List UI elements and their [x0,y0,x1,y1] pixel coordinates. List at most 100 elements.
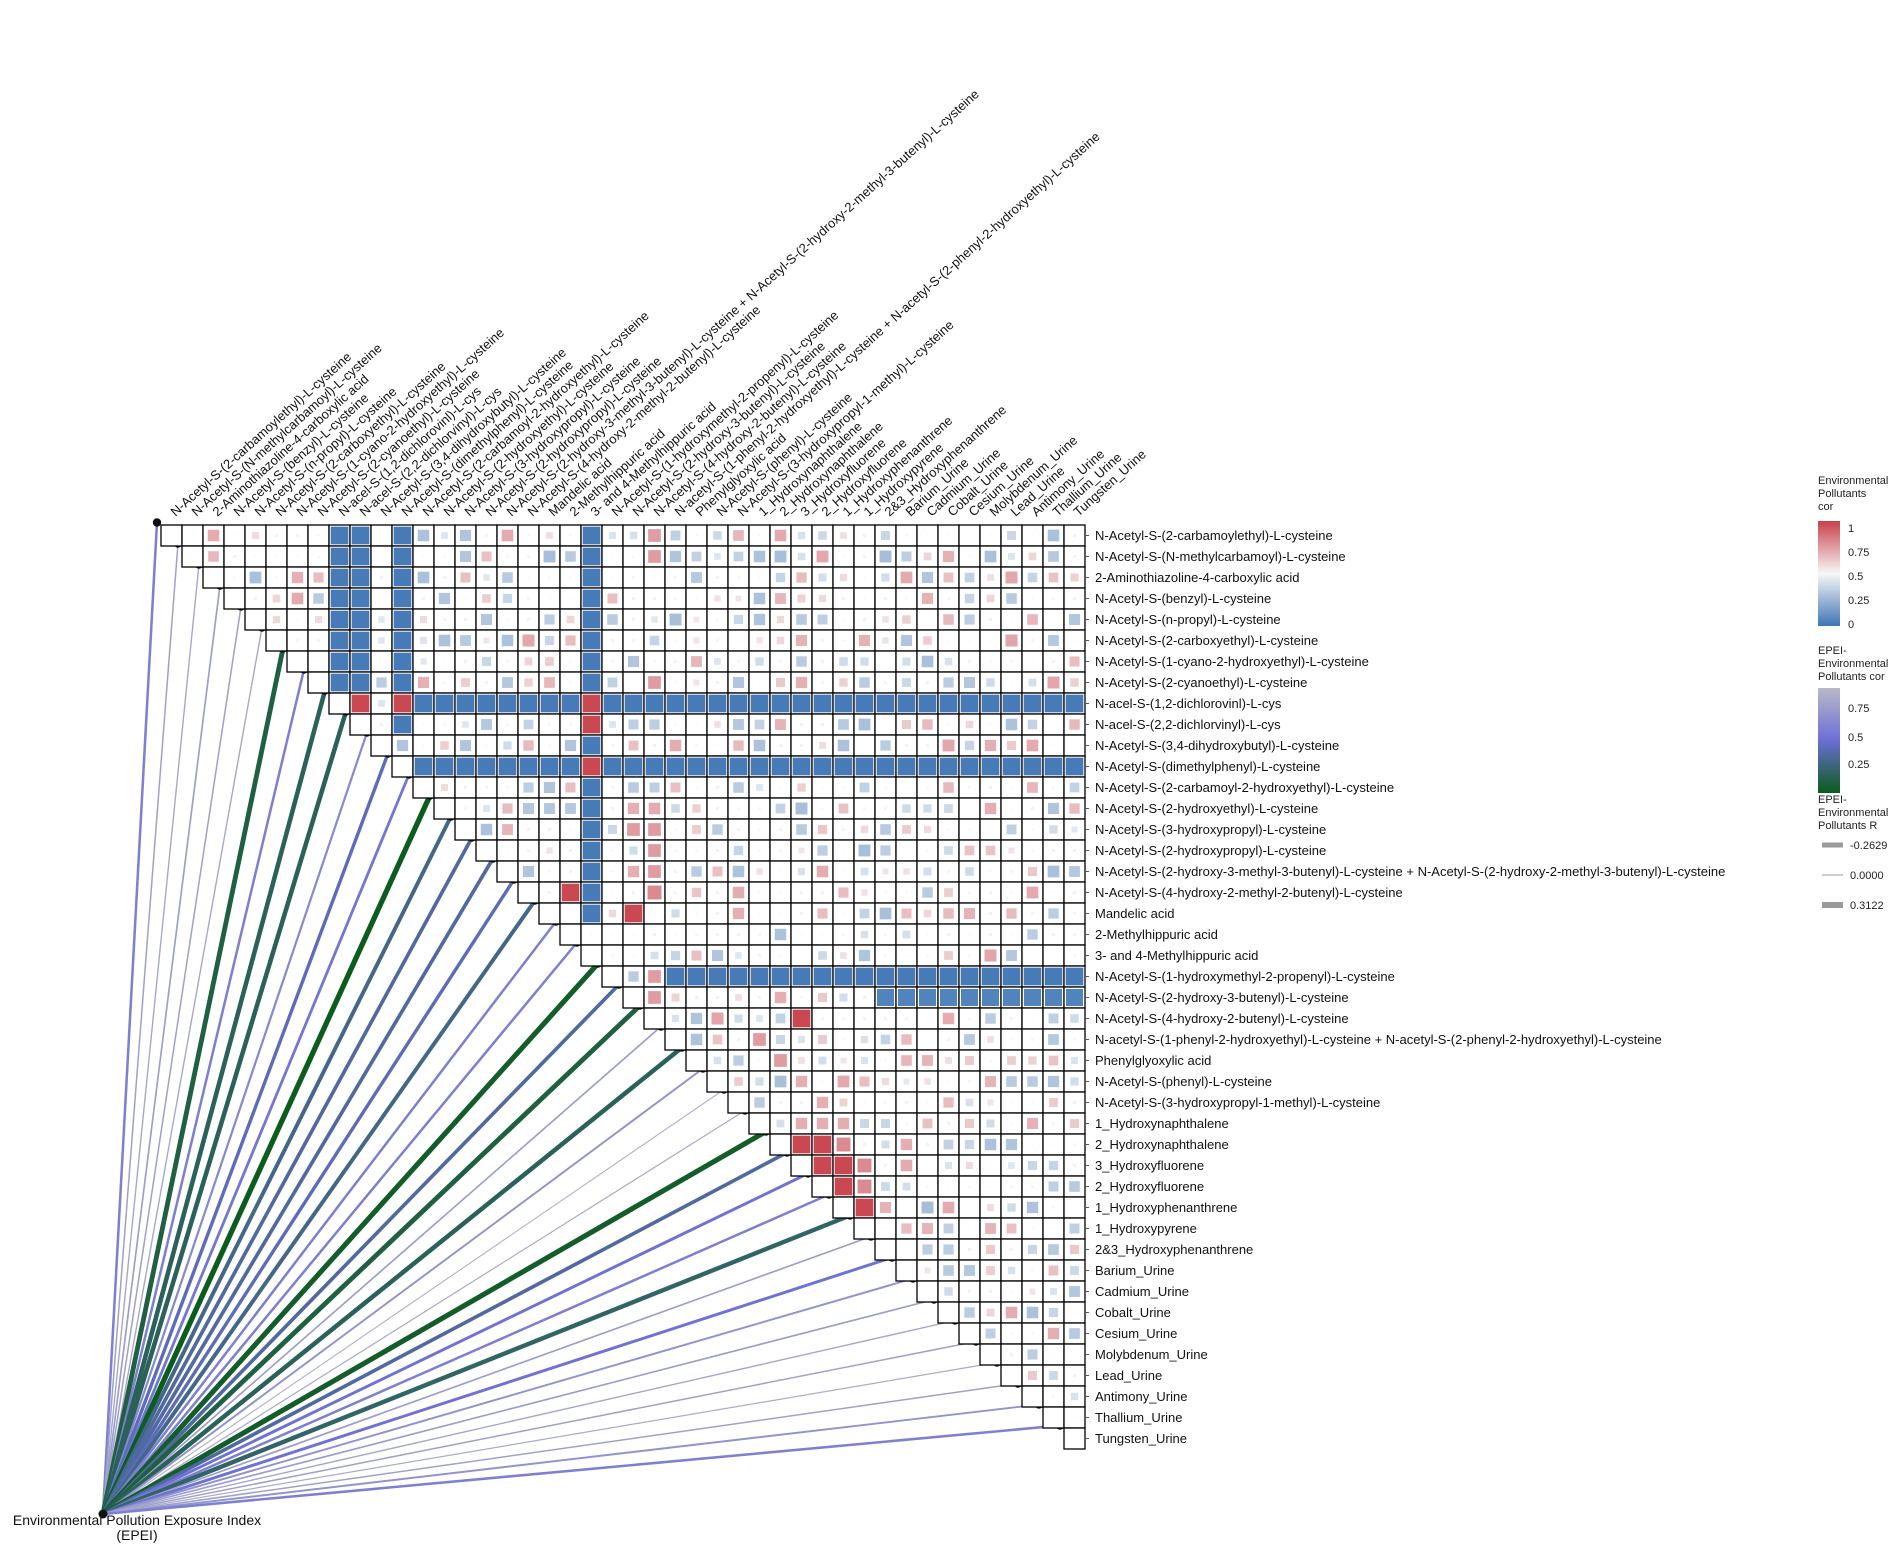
heatmap-mark [459,529,472,542]
heatmap-mark [905,1017,908,1020]
heatmap-mark [611,870,614,873]
heatmap-mark [393,631,412,650]
legend-cor-title-1: Environmental [1818,475,1888,487]
heatmap-mark [379,575,384,580]
heatmap-mark [860,657,869,666]
heatmap-mark [989,534,992,537]
heatmap-mark [855,694,874,713]
heatmap-mark [1005,1138,1018,1151]
heatmap-mark [1026,739,1039,752]
heatmap-mark [1073,954,1076,957]
heatmap-mark [1006,593,1017,604]
epei-link [100,1003,643,1517]
heatmap-mark [859,1076,870,1087]
epei-link [101,1424,1062,1516]
heatmap-mark [984,949,997,962]
heatmap-cell [181,545,204,568]
heatmap-mark [1009,1016,1014,1021]
heatmap-cell [559,923,582,946]
heatmap-mark [838,887,849,898]
heatmap-mark [921,592,934,605]
heatmap-mark [254,555,257,558]
heatmap-mark [905,1206,908,1209]
right-axis-label: 2-Aminothiazoline-4-carboxylic acid [1095,570,1299,585]
heatmap-mark [800,723,803,726]
heatmap-mark [750,967,769,986]
heatmap-mark [836,1137,851,1152]
right-axis-label: N-Acetyl-S-(1-cyano-2-hydroxyethyl)-L-cy… [1095,654,1369,669]
heatmap-mark [758,891,761,894]
heatmap-mark [716,576,719,579]
heatmap-mark [737,828,740,831]
heatmap-mark [1072,890,1077,895]
heatmap-mark [1069,1181,1080,1192]
right-axis-label: N-Acetyl-S-(3,4-dihydroxybutyl)-L-cystei… [1095,738,1339,753]
heatmap-mark [1052,786,1055,789]
heatmap-mark [839,1098,848,1107]
heatmap-mark [251,531,260,540]
heatmap-mark [964,1034,975,1045]
heatmap-mark [1027,1076,1038,1087]
heatmap-mark [986,1203,995,1212]
heatmap-mark [842,786,845,789]
heatmap-mark [275,534,278,537]
heatmap-mark [632,555,635,558]
heatmap-mark [1010,681,1013,684]
heatmap-mark [711,949,724,962]
heatmap-mark [947,1185,950,1188]
heatmap-mark [692,825,701,834]
heatmap-mark [648,550,661,563]
heatmap-mark [232,554,237,559]
heatmap-mark [351,673,370,692]
heatmap-mark [456,694,475,713]
heatmap-mark [771,757,790,776]
right-axis-label: Cesium_Urine [1095,1326,1177,1341]
epei-link [102,1088,725,1515]
heatmap-mark [1048,1265,1059,1276]
heatmap-mark [986,594,995,603]
right-axis-label: 1_Hydroxynaphthalene [1095,1116,1229,1131]
heatmap-mark [816,1117,829,1130]
heatmap-mark [603,757,622,776]
heatmap-mark [629,846,638,855]
heatmap-mark [774,550,787,563]
heatmap-mark [778,827,783,832]
heatmap-mark [900,634,913,647]
heatmap-mark [692,804,701,813]
heatmap-mark [506,660,509,663]
heatmap-mark [708,694,727,713]
heatmap-mark [1052,891,1055,894]
heatmap-mark [1072,1373,1077,1378]
heatmap-mark [502,824,513,835]
heatmap-mark [943,782,954,793]
heatmap-mark [716,744,719,747]
heatmap-cell [958,1322,981,1345]
heatmap-mark [317,534,320,537]
heatmap-mark [820,722,825,727]
heatmap-mark [922,1055,933,1066]
heatmap-mark [648,529,661,542]
heatmap-mark [1010,660,1013,663]
heatmap-mark [792,694,811,713]
right-axis-label: N-Acetyl-S-(3-hydroxypropyl-1-methyl)-L-… [1095,1095,1380,1110]
heatmap-mark [796,614,807,625]
heatmap-mark [582,631,601,650]
heatmap-mark [775,572,786,583]
heatmap-mark [590,933,593,936]
heatmap-mark [964,1265,975,1276]
heatmap-mark [880,740,891,751]
heatmap-mark [208,551,219,562]
heatmap-mark [732,907,745,920]
epei-link [100,1045,685,1517]
heatmap-mark [884,1101,887,1104]
heatmap-mark [607,593,618,604]
heatmap-mark [857,1158,872,1173]
legend-cor-tick-075: 0.75 [1848,547,1869,559]
heatmap-mark [841,596,846,601]
heatmap-mark [317,660,320,663]
heatmap-mark [714,658,721,665]
heatmap-mark [800,954,803,957]
legend-cor-title-2: Pollutants [1818,488,1867,500]
epei-link [101,668,306,1516]
heatmap-mark [687,757,706,776]
